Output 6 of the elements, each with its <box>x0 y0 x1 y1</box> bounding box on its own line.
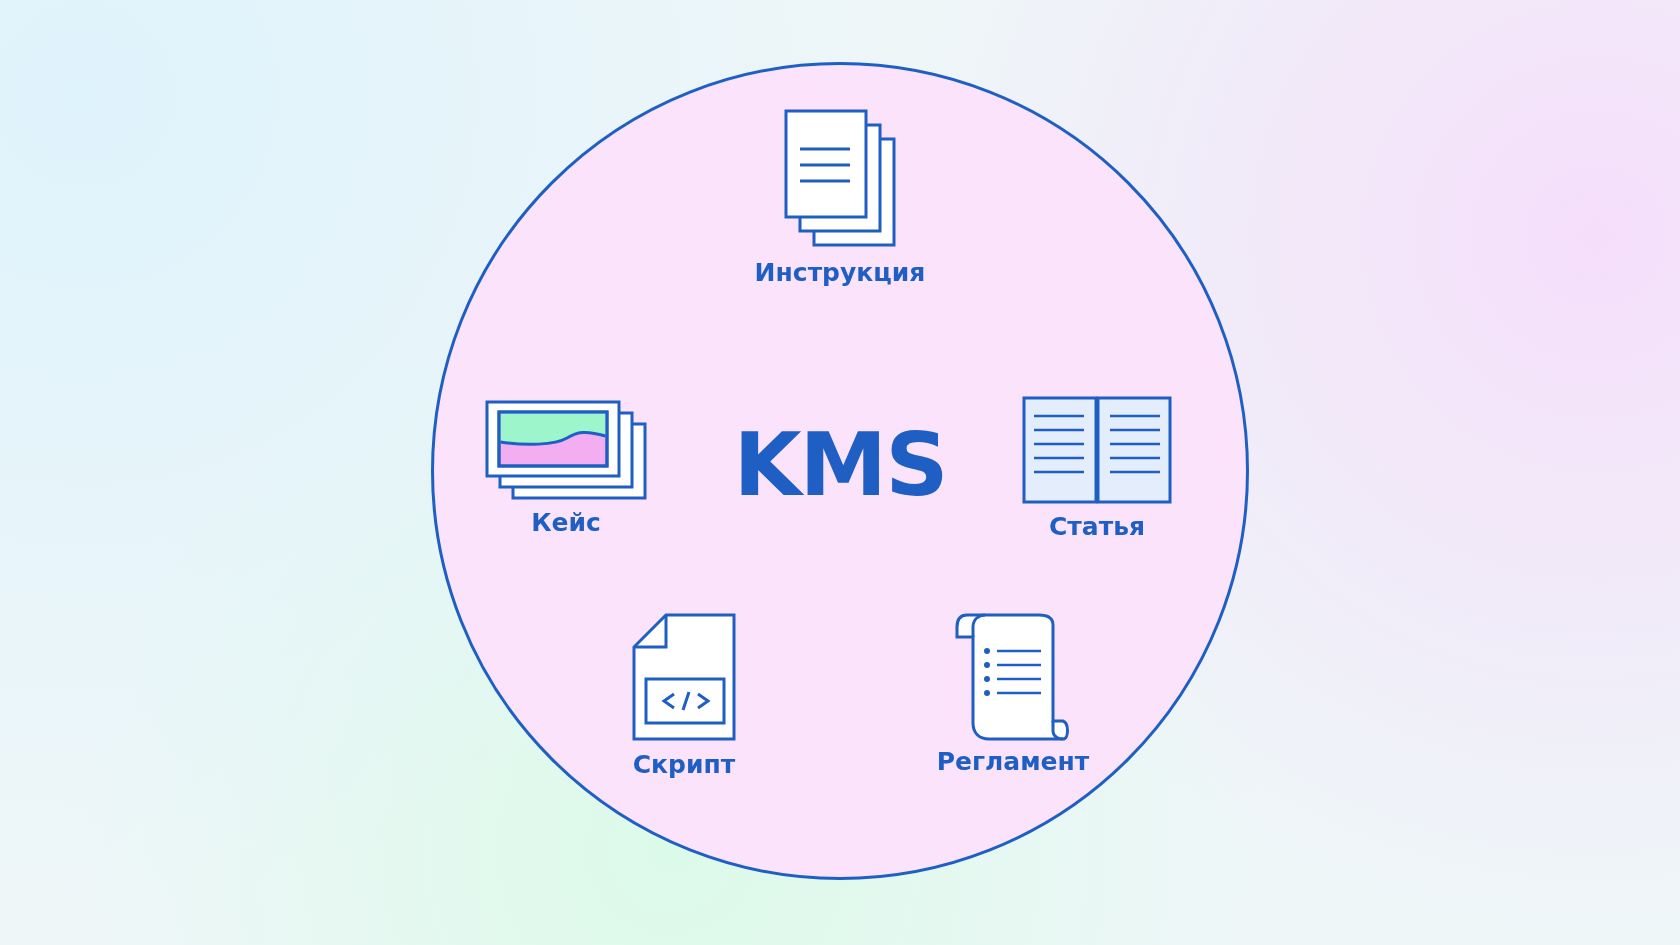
item-label: Регламент <box>936 747 1090 776</box>
item-label: Статья <box>1048 512 1146 541</box>
item-label: Скрипт <box>632 750 736 779</box>
item-label: Инструкция <box>754 258 926 287</box>
center-title: KMS <box>733 412 947 516</box>
item-label: Кейс <box>531 508 601 537</box>
